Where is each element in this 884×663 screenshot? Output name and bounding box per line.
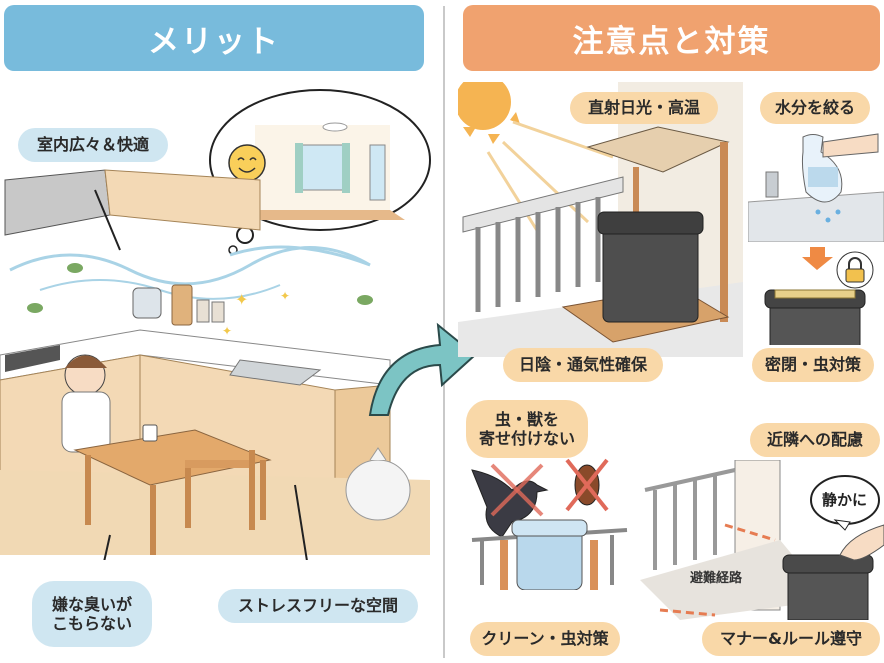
label-sealed-bug-control: 密閉・虫対策 xyxy=(752,348,874,382)
sealed-bin-scene xyxy=(755,245,884,345)
label-no-odor: 嫌な臭いが こもらない xyxy=(32,581,152,647)
label-direct-sunlight: 直射日光・高温 xyxy=(570,92,718,124)
cautions-header: 注意点と対策 xyxy=(463,5,880,71)
label-no-odor-line2: こもらない xyxy=(51,614,132,633)
label-no-odor-line1: 嫌な臭いが xyxy=(51,594,132,614)
balcony-shade-scene xyxy=(458,82,743,357)
padlock-icon xyxy=(845,257,865,283)
label-shade-ventilation: 日陰・通気性確保 xyxy=(503,348,663,382)
evacuation-route-label: 避難経路 xyxy=(690,571,743,586)
label-spacious-comfort: 室内広々＆快適 xyxy=(18,128,168,162)
label-clean-bug-control: クリーン・虫対策 xyxy=(470,622,620,656)
pests-scene xyxy=(462,455,637,590)
label-keep-pests-away: 虫・獣を 寄せ付けない xyxy=(466,400,588,458)
label-keep-pests-away-line2: 寄せ付けない xyxy=(478,429,575,448)
label-keep-pests-away-line1: 虫・獣を xyxy=(494,409,559,429)
crow-icon xyxy=(471,469,549,538)
svg-text:✦: ✦ xyxy=(235,290,248,309)
svg-text:✦: ✦ xyxy=(280,289,290,303)
thought-bubble-room xyxy=(205,85,435,255)
label-manners-rules: マナー&ルール遵守 xyxy=(702,622,880,656)
down-arrow-icon xyxy=(802,247,833,270)
merits-header: メリット xyxy=(4,5,424,71)
label-neighbor-consideration: 近隣への配慮 xyxy=(750,423,880,457)
speech-bubble-quietly: 静かに xyxy=(822,491,868,509)
label-stress-free: ストレスフリーな空間 xyxy=(218,589,418,623)
manners-scene xyxy=(640,460,884,620)
sun-icon xyxy=(458,82,520,144)
label-squeeze-water: 水分を絞る xyxy=(760,92,870,124)
squeeze-water-scene xyxy=(748,132,884,242)
svg-text:✦: ✦ xyxy=(222,324,232,338)
